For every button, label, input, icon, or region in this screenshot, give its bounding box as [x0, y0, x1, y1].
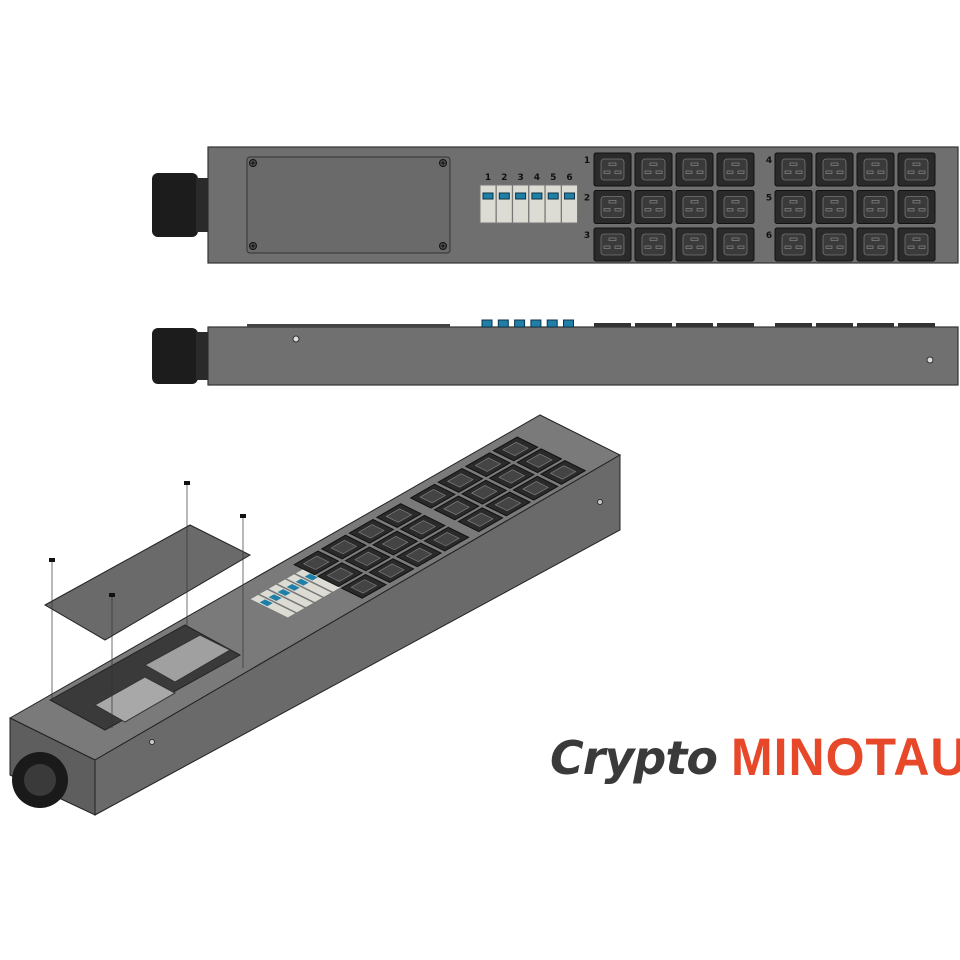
outlet-edges — [247, 319, 935, 328]
exploded-screws — [49, 481, 246, 728]
breaker-toggle — [304, 573, 318, 581]
screw-icon — [184, 481, 190, 485]
screw-icon — [49, 558, 55, 562]
breaker-label: 3 — [517, 173, 523, 183]
breaker-toggle — [514, 319, 526, 328]
breaker-toggle — [530, 319, 542, 328]
logo-word-minotaur: MINOTAUR — [730, 727, 960, 787]
outlet-group-label: 1 — [584, 156, 590, 166]
outlet-group-label: 2 — [584, 194, 590, 204]
breaker-toggle — [546, 319, 558, 328]
breaker — [479, 184, 497, 224]
outlet-edge — [857, 323, 894, 327]
outlet-edge — [594, 323, 631, 327]
outlet-group-label: 4 — [766, 156, 772, 166]
outlet-edge — [635, 323, 672, 327]
breaker-label: 5 — [550, 173, 556, 183]
screw-icon — [109, 593, 115, 597]
screws — [249, 159, 447, 250]
breaker-toggle — [268, 594, 282, 602]
outlet-group-label: 3 — [584, 231, 590, 241]
pdu-body-side — [207, 326, 959, 386]
breaker-toggle — [564, 192, 575, 200]
side-view — [152, 319, 959, 386]
crypto-minotaur-logo: CryptoMINOTAUR — [550, 722, 960, 793]
breaker-toggle — [515, 192, 527, 200]
breaker — [544, 184, 562, 224]
screw-icon — [240, 514, 246, 518]
cover-plate — [246, 156, 451, 254]
breaker-toggle — [259, 599, 273, 607]
breaker — [528, 184, 546, 224]
breaker-toggle — [286, 583, 300, 591]
breaker — [257, 588, 307, 614]
breaker — [266, 583, 316, 609]
breaker-toggle — [498, 192, 510, 200]
exploded-cover-plate — [43, 524, 252, 641]
breaker — [512, 184, 530, 224]
breaker-label: 4 — [534, 173, 540, 183]
outlet-group-label: 6 — [766, 231, 772, 241]
breaker-toggle — [497, 319, 509, 328]
cable-gland — [152, 328, 198, 384]
breaker-toggle — [277, 589, 291, 596]
breaker — [561, 184, 578, 224]
outlet-edge — [898, 323, 935, 327]
screw-hole — [292, 335, 300, 343]
breaker-label: 2 — [501, 173, 507, 183]
breaker-toggle — [563, 319, 574, 328]
outlet-group-label: 5 — [766, 194, 772, 204]
breaker-toggle — [482, 192, 494, 200]
breaker — [284, 573, 334, 599]
breaker — [495, 184, 513, 224]
logo-word-crypto: Crypto — [550, 731, 718, 785]
screw-hole — [926, 356, 934, 364]
breaker-toggle — [531, 192, 543, 200]
breaker — [293, 567, 343, 593]
outlets: 1 2 3 4 5 6 — [584, 152, 936, 262]
circuit-breakers — [248, 567, 343, 619]
outlets — [293, 436, 587, 599]
outlet-edge — [676, 323, 713, 327]
outlet-edge — [816, 323, 853, 327]
terminal-blocks — [93, 634, 232, 723]
breaker-label: 6 — [566, 173, 572, 183]
breaker-toggle — [481, 319, 493, 328]
outlet-edge — [717, 323, 754, 327]
isometric-view — [8, 414, 622, 816]
breaker-label: 1 — [485, 173, 491, 183]
cable-gland — [152, 173, 208, 237]
breaker — [248, 593, 298, 619]
outlet-edge — [775, 323, 812, 327]
breaker-toggle — [547, 192, 559, 200]
breaker — [275, 578, 325, 604]
breaker-toggle — [295, 578, 309, 586]
